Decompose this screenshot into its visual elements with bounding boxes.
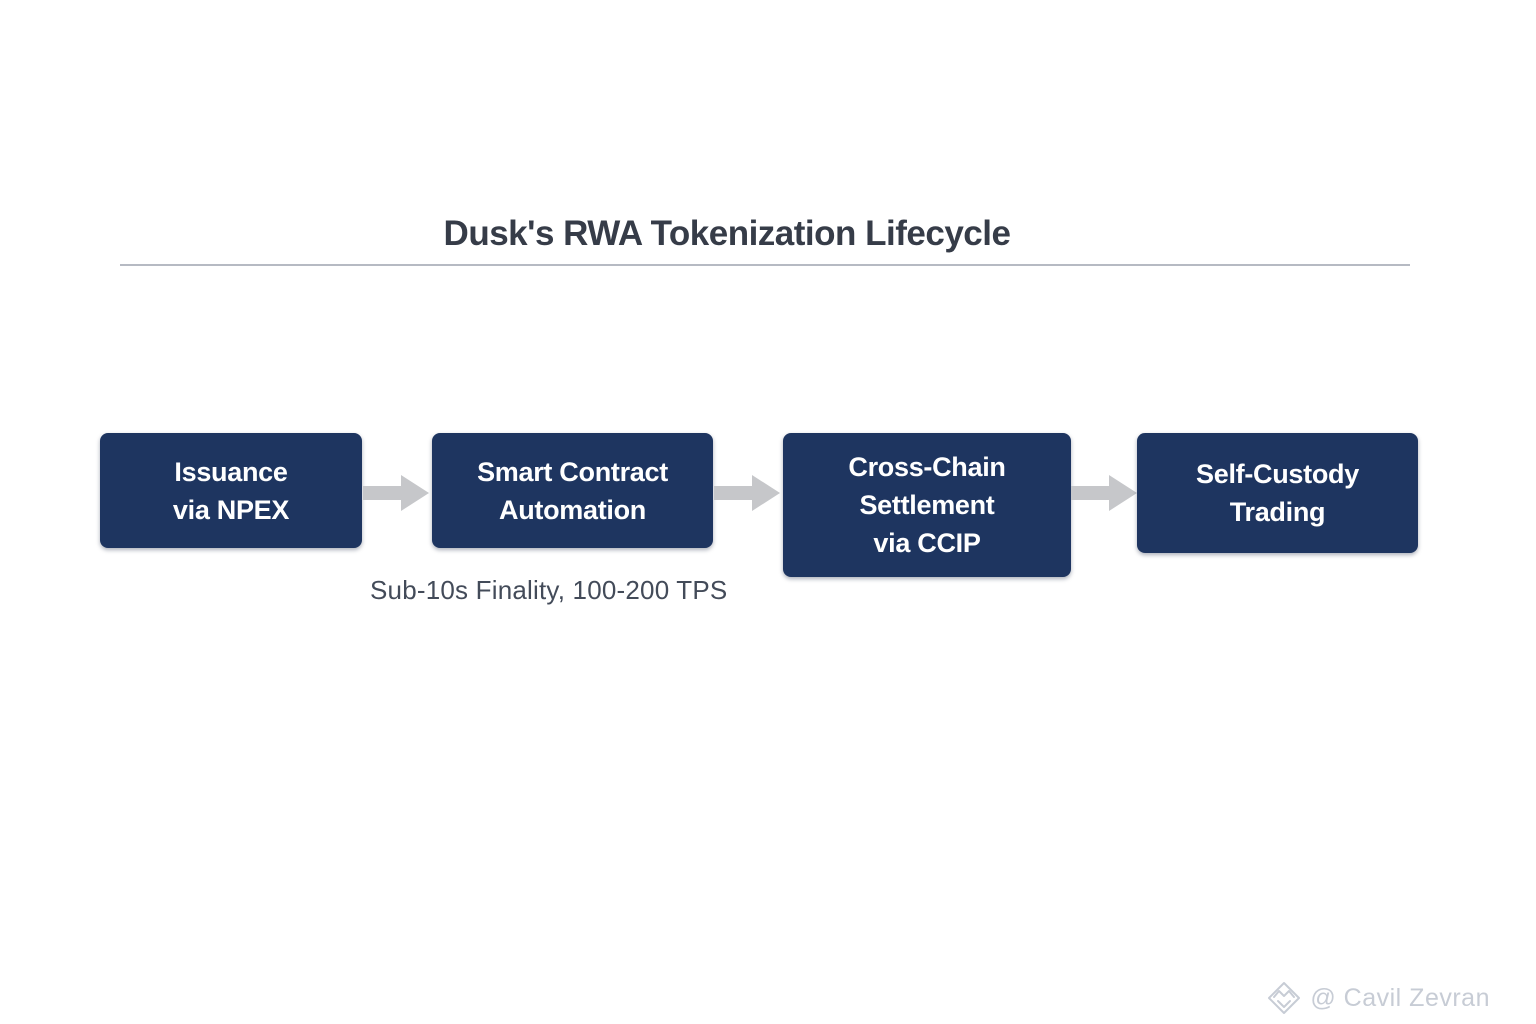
- title-divider: [120, 264, 1410, 266]
- flow-step-label-line: Issuance: [174, 456, 288, 487]
- flow-step-label-line: Automation: [499, 494, 646, 525]
- flow-step-label-line: via CCIP: [873, 528, 981, 558]
- watermark: @ Cavil Zevran: [1266, 980, 1490, 1016]
- flow-step-label-line: Trading: [1229, 497, 1326, 527]
- flow-step-self-custody-trading: Self-Custody Trading: [1137, 433, 1418, 553]
- watermark-text: @ Cavil Zevran: [1310, 983, 1490, 1012]
- flow-caption: Sub-10s Finality, 100-200 TPS: [370, 575, 728, 605]
- flow-step-label-line: Smart Contract: [477, 456, 668, 487]
- page-title: Dusk's RWA Tokenization Lifecycle: [443, 214, 1011, 253]
- flow-step-label-line: via NPEX: [172, 494, 290, 525]
- flow-step-label-line: Settlement: [859, 490, 995, 520]
- flow-step-cross-chain-settlement-via-ccip: Cross-Chain Settlement via CCIP: [783, 433, 1071, 577]
- flow-step-issuance-via-npex: Issuance via NPEX: [100, 433, 362, 548]
- arrow-right-icon: [1071, 475, 1137, 511]
- arrow-right-icon: [363, 475, 429, 511]
- flow-step-smart-contract-automation: Smart Contract Automation: [432, 433, 713, 548]
- flow-step-label-line: Self-Custody: [1196, 459, 1359, 489]
- flow-step-label-line: Cross-Chain: [848, 452, 1006, 482]
- arrow-right-icon: [714, 475, 780, 511]
- gem-diamond-icon: [1268, 982, 1301, 1014]
